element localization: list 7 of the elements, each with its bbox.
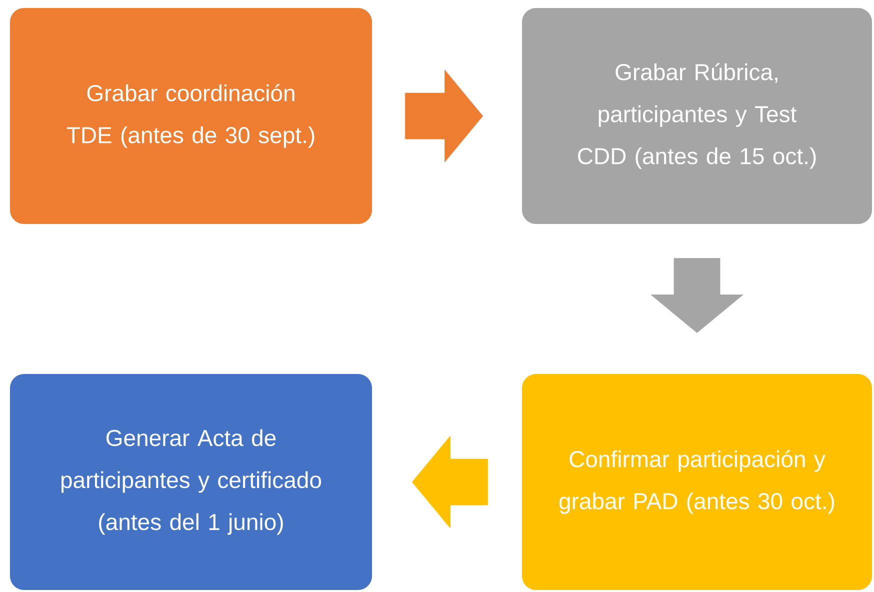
block-arrow	[405, 70, 483, 162]
process-box: Grabar Rúbrica, participantes y Test CDD (antes de 15 oct.)	[522, 8, 872, 224]
process-box: Confirmar participación y grabar PAD (antes 30 oct.)	[522, 374, 872, 590]
process-box: Grabar coordinación TDE (antes de 30 sept.)	[10, 8, 372, 224]
block-arrow	[650, 258, 744, 333]
process-box: Generar Acta de participantes y certificado (antes del 1 junio)	[10, 374, 372, 590]
block-arrow	[412, 436, 488, 528]
